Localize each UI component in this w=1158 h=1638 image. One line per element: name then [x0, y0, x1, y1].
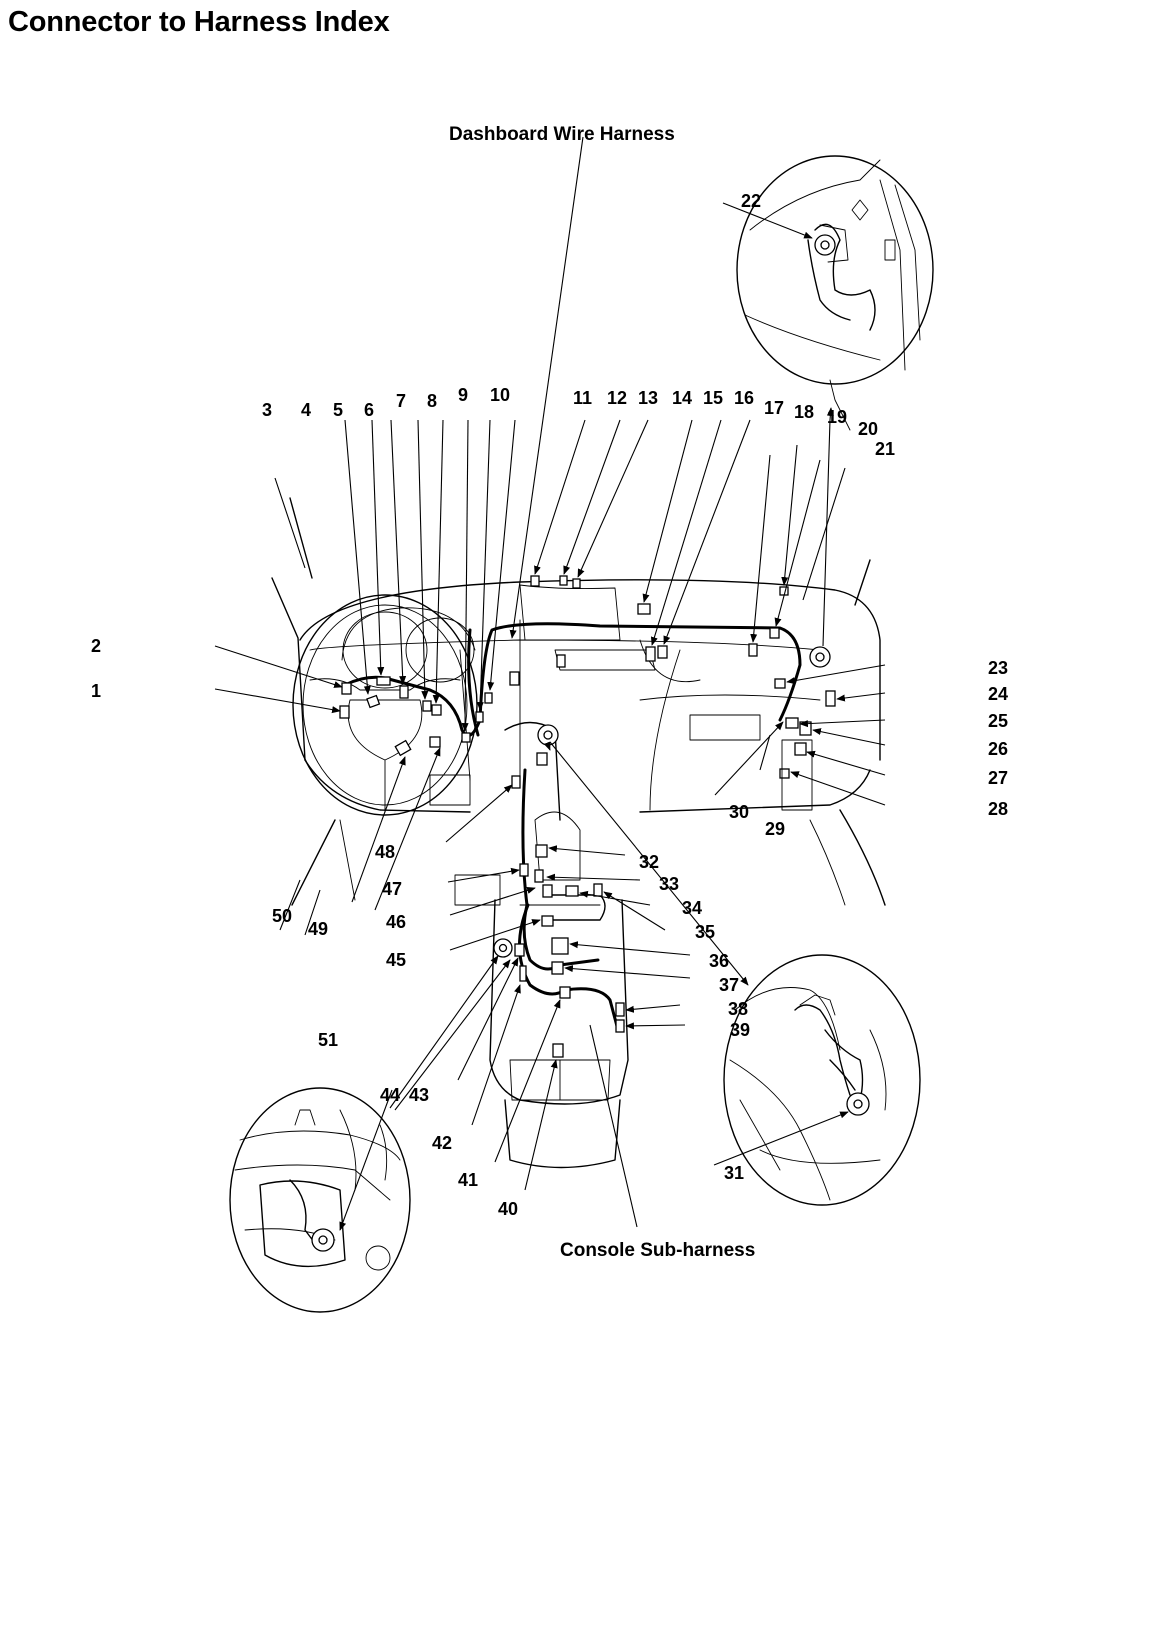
callout-13: 13	[638, 388, 658, 408]
callout-41: 41	[458, 1170, 478, 1190]
callout-46: 46	[386, 912, 406, 932]
callout-48: 48	[375, 842, 395, 862]
callout-24: 24	[988, 684, 1008, 704]
callout-18: 18	[794, 402, 814, 422]
callout-25: 25	[988, 711, 1008, 731]
callout-49: 49	[308, 919, 328, 939]
callout-21: 21	[875, 439, 895, 459]
callout-12: 12	[607, 388, 627, 408]
page-title: Connector to Harness Index	[8, 6, 390, 38]
detail-view-43-44	[229, 1087, 411, 1313]
callout-37: 37	[719, 975, 739, 995]
callout-1: 1	[91, 681, 101, 701]
callout-33: 33	[659, 874, 679, 894]
callout-51: 51	[318, 1030, 338, 1050]
callout-35: 35	[695, 922, 715, 942]
callout-36: 36	[709, 951, 729, 971]
callout-45: 45	[386, 950, 406, 970]
callout-40: 40	[498, 1199, 518, 1219]
callout-3: 3	[262, 400, 272, 420]
callout-22: 22	[741, 191, 761, 211]
callout-42: 42	[432, 1133, 452, 1153]
dashboard-harness-label: Dashboard Wire Harness	[449, 124, 675, 145]
callout-14: 14	[672, 388, 692, 408]
leader-lines	[214, 136, 886, 1231]
console-harness-label: Console Sub-harness	[560, 1240, 755, 1261]
callout-50: 50	[272, 906, 292, 926]
callout-7: 7	[396, 391, 406, 411]
callout-32: 32	[639, 852, 659, 872]
callout-9: 9	[458, 385, 468, 405]
callout-29: 29	[765, 819, 785, 839]
callout-27: 27	[988, 768, 1008, 788]
detail-view-22	[736, 155, 934, 431]
callout-31: 31	[724, 1163, 744, 1183]
callout-34: 34	[682, 898, 702, 918]
callout-44: 44	[380, 1085, 400, 1105]
callout-26: 26	[988, 739, 1008, 759]
callout-5: 5	[333, 400, 343, 420]
callout-43: 43	[409, 1085, 429, 1105]
callout-39: 39	[730, 1020, 750, 1040]
callout-10: 10	[490, 385, 510, 405]
callout-17: 17	[764, 398, 784, 418]
callout-11: 11	[573, 388, 592, 408]
callout-numbers: 1 2 3 4 5 6 7 8 9 10 11 12 13 14 15 16 1…	[91, 191, 1008, 1219]
dashboard-outline	[271, 497, 886, 906]
callout-15: 15	[703, 388, 723, 408]
connectors	[339, 575, 836, 1058]
callout-6: 6	[364, 400, 374, 420]
callout-4: 4	[301, 400, 311, 420]
callout-23: 23	[988, 658, 1008, 678]
callout-30: 30	[729, 802, 749, 822]
callout-20: 20	[858, 419, 878, 439]
callout-19: 19	[827, 407, 847, 427]
callout-28: 28	[988, 799, 1008, 819]
callout-47: 47	[382, 879, 402, 899]
callout-38: 38	[728, 999, 748, 1019]
detail-view-31	[723, 954, 921, 1206]
callout-2: 2	[91, 636, 101, 656]
callout-8: 8	[427, 391, 437, 411]
callout-16: 16	[734, 388, 754, 408]
